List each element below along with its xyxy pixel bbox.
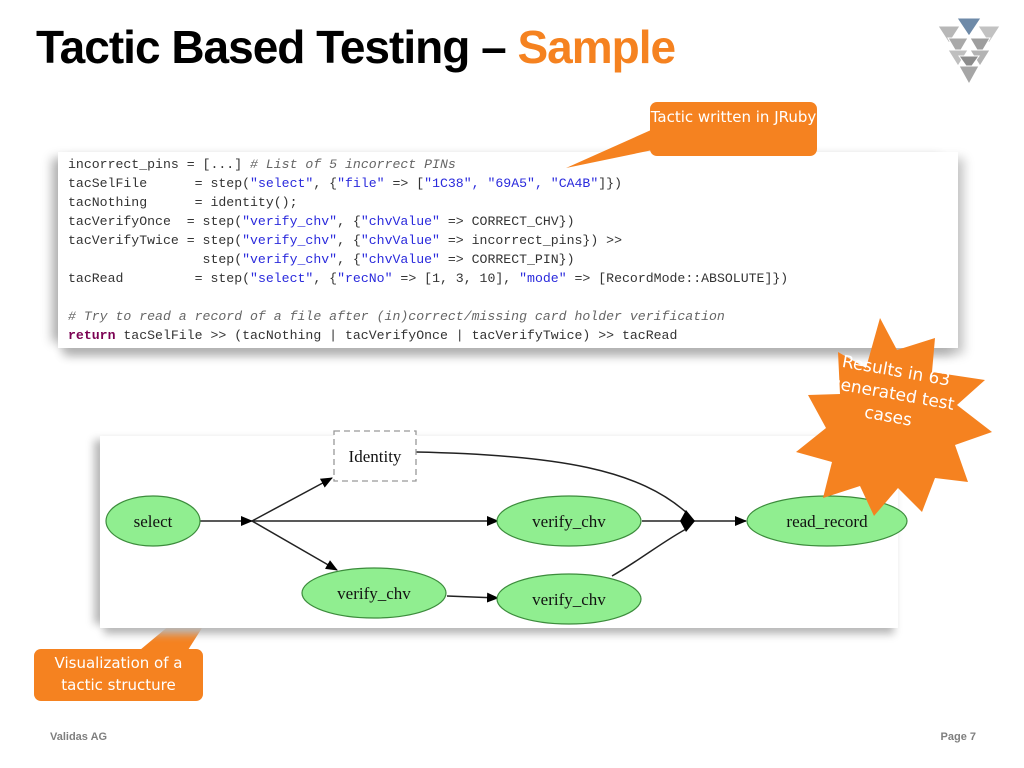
code-line: return tacSelFile >> (tacNothing | tacVe… [68,326,788,345]
code-text: => [1, 3, 10], [392,271,520,286]
footer-page-number: Page 7 [940,731,976,743]
node-verify-once-label: verify_chv [532,512,606,531]
code-comment: # List of 5 incorrect PINs [250,157,456,172]
code-text: step( [68,252,243,267]
code-text: => incorrect_pins}) >> [439,233,622,248]
code-line: incorrect_pins = [...] # List of 5 incor… [68,155,788,174]
code-callout: Tactic written in JRuby [650,102,817,156]
node-select: select [105,495,201,547]
code-line: tacRead = step("select", {"recNo" => [1,… [68,269,788,288]
code-string: "chvValue" [360,214,440,229]
node-identity: Identity [333,430,417,482]
code-text: => CORRECT_CHV}) [439,214,575,229]
result-starburst [796,318,992,516]
node-verify-once: verify_chv [496,495,642,547]
edge-identity-join [415,451,689,515]
code-text: => [ [384,176,425,191]
code-text: tacSelFile >> (tacNothing | tacVerifyOnc… [115,328,678,343]
code-text: tacNothing = identity(); [68,195,298,210]
code-text: tacVerifyTwice = step( [68,233,243,248]
code-string: "verify_chv" [242,233,338,248]
code-string: "file" [337,176,385,191]
code-string: "chvValue" [360,233,440,248]
code-string: "mode" [519,271,567,286]
slide-title: Tactic Based Testing – Sample [36,20,676,74]
code-text: , { [337,252,361,267]
edge-verify-twice-join [611,527,689,577]
code-keyword: return [68,328,116,343]
code-text: => CORRECT_PIN}) [439,252,575,267]
code-string: "select" [250,271,314,286]
edge-fork-verify-twice [251,520,338,571]
code-text: , { [313,271,338,286]
code-text: tacVerifyOnce = step( [68,214,243,229]
edge-verify-twice-chain [446,592,499,603]
code-string: "1C38", "69A5", "CA4B" [424,176,599,191]
title-main: Tactic Based Testing – [36,21,518,73]
node-read-record-label: read_record [786,512,868,531]
edge-fork-identity [251,477,333,522]
title-accent: Sample [517,21,676,73]
code-text: , { [313,176,338,191]
join-node [680,510,695,532]
code-line: tacNothing = identity(); [68,193,788,212]
node-read-record: read_record [746,495,908,547]
code-line: tacSelFile = step("select", {"file" => [… [68,174,788,193]
diagram-callout: Visualization of a tactic structure [34,649,203,701]
code-text: ]}) [598,176,623,191]
code-listing: incorrect_pins = [...] # List of 5 incor… [68,155,788,345]
node-verify-twice-2-label: verify_chv [532,590,606,609]
node-verify-twice-2: verify_chv [496,573,642,625]
code-text: tacSelFile = step( [68,176,251,191]
code-text: tacRead = step( [68,271,251,286]
code-line: step("verify_chv", {"chvValue" => CORREC… [68,250,788,269]
code-string: "verify_chv" [242,252,338,267]
code-comment: # Try to read a record of a file after (… [68,309,725,324]
code-text: , { [337,214,361,229]
code-line: tacVerifyTwice = step("verify_chv", {"ch… [68,231,788,250]
code-string: "verify_chv" [242,214,338,229]
node-select-label: select [134,512,173,531]
validas-logo-icon [937,17,1001,86]
node-verify-twice-1-label: verify_chv [337,584,411,603]
node-verify-twice-1: verify_chv [301,567,447,619]
footer-company: Validas AG [50,731,108,743]
code-text: => [RecordMode::ABSOLUTE]}) [566,271,789,286]
code-line: # Try to read a record of a file after (… [68,307,788,326]
code-text: , { [337,233,361,248]
node-identity-label: Identity [349,447,402,466]
code-text: incorrect_pins = [...] [68,157,251,172]
code-string: "recNo" [337,271,393,286]
code-string: "select" [250,176,314,191]
code-string: "chvValue" [360,252,440,267]
code-line: tacVerifyOnce = step("verify_chv", {"chv… [68,212,788,231]
code-panel [58,152,958,348]
